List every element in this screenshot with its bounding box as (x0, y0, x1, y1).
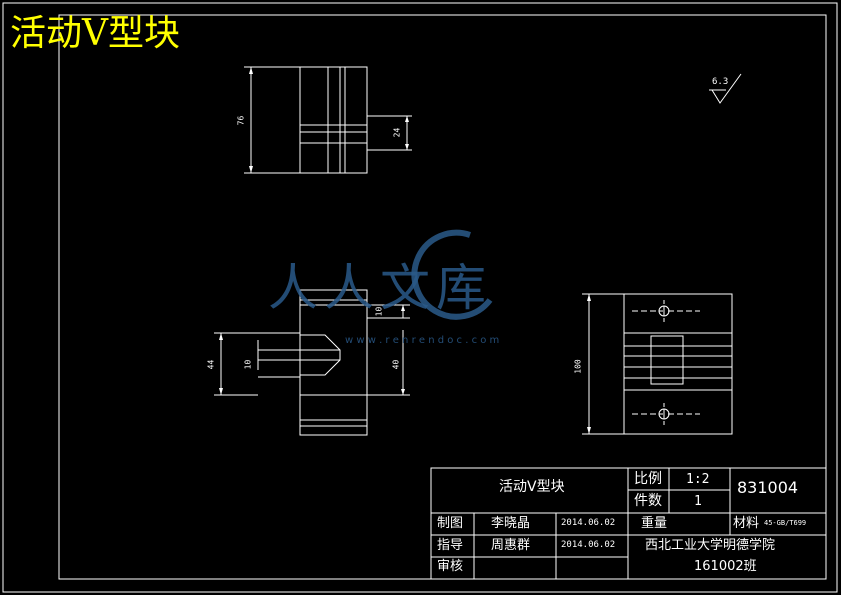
tb-guide-date: 2014.06.02 (561, 540, 616, 550)
tb-drawn-date: 2014.06.02 (561, 518, 616, 528)
dim-top-tab: 24 (392, 127, 402, 138)
tb-scale-value: 1:2 (686, 472, 710, 487)
dim-front-total: 44 (206, 359, 216, 370)
tb-drawn-name: 李晓晶 (491, 516, 531, 531)
tb-scale-label: 比例 (634, 471, 662, 487)
tb-review-label: 审核 (437, 559, 464, 574)
watermark-text: 人人文库 (268, 259, 492, 317)
tb-school: 西北工业大学明德学院 (645, 538, 776, 553)
top-view (244, 66, 412, 174)
surface-finish-value: 6.3 (712, 77, 729, 87)
front-view (214, 289, 410, 436)
drawing-title: 活动V型块 (10, 13, 180, 54)
tb-material-value: 45-GB/T699 (764, 519, 807, 527)
dim-top-height: 76 (236, 115, 246, 126)
dim-front-slot: 10 (243, 359, 253, 370)
watermark-logo (411, 229, 493, 320)
watermark-url: w w w . r e n r e n d o c . c o m (345, 335, 500, 346)
title-block-grid (430, 467, 827, 580)
tb-part-name: 活动V型块 (499, 479, 565, 495)
tb-class: 161002班 (694, 559, 757, 574)
tb-guide-name: 周惠群 (491, 538, 531, 553)
tb-material-label: 材料 (733, 516, 760, 531)
dim-side-height: 100 (573, 359, 583, 374)
tb-weight-label: 重量 (641, 516, 668, 531)
side-view (582, 293, 733, 435)
tb-drawing-no: 831004 (737, 478, 799, 497)
tb-drawn-label: 制图 (437, 516, 464, 531)
surface-finish-symbol (709, 73, 742, 104)
tb-qty-value: 1 (694, 494, 702, 509)
tb-qty-label: 件数 (634, 493, 662, 509)
tb-guide-label: 指导 (437, 538, 464, 553)
dim-front-lower: 40 (391, 359, 401, 370)
